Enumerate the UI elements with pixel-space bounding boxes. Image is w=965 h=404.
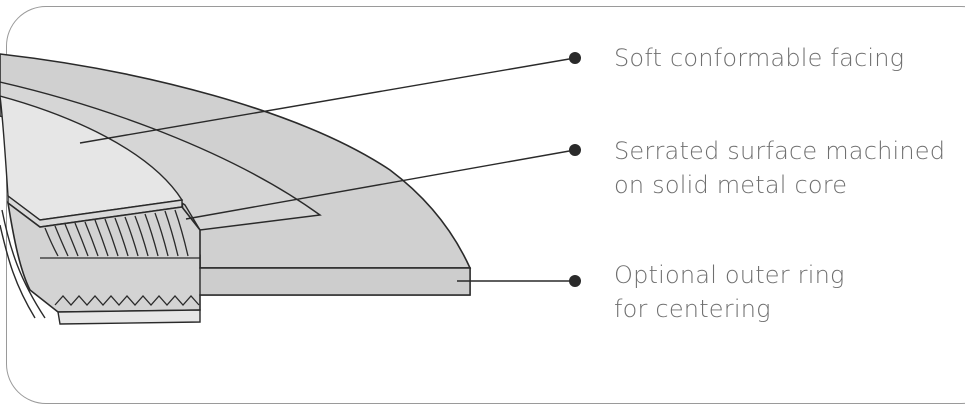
label-2-line-1: Serrated surface machined xyxy=(614,137,946,165)
leader-dot-3 xyxy=(569,275,581,287)
outer-ring-front-face xyxy=(199,267,471,296)
label-optional-outer-ring: Optional outer ring for centering xyxy=(614,258,845,326)
label-3-line-1: Optional outer ring xyxy=(614,261,845,289)
label-soft-conformable-facing: Soft conformable facing xyxy=(614,41,904,75)
gasket-cross-section-diagram xyxy=(0,52,581,325)
serrations-top xyxy=(40,209,200,259)
leader-line-2 xyxy=(185,149,576,220)
label-serrated-surface: Serrated surface machined on solid metal… xyxy=(614,134,945,202)
soft-facing-bottom xyxy=(57,309,201,325)
serrations-bottom xyxy=(54,295,200,306)
label-3-line-2: for centering xyxy=(614,295,771,323)
label-1-line-1: Soft conformable facing xyxy=(614,44,905,72)
leader-dot-2 xyxy=(569,144,581,156)
label-2-line-2: on solid metal core xyxy=(614,171,848,199)
leader-dot-1 xyxy=(569,52,581,64)
core-left-edge-lines xyxy=(0,209,46,319)
leader-line-1 xyxy=(79,57,576,144)
